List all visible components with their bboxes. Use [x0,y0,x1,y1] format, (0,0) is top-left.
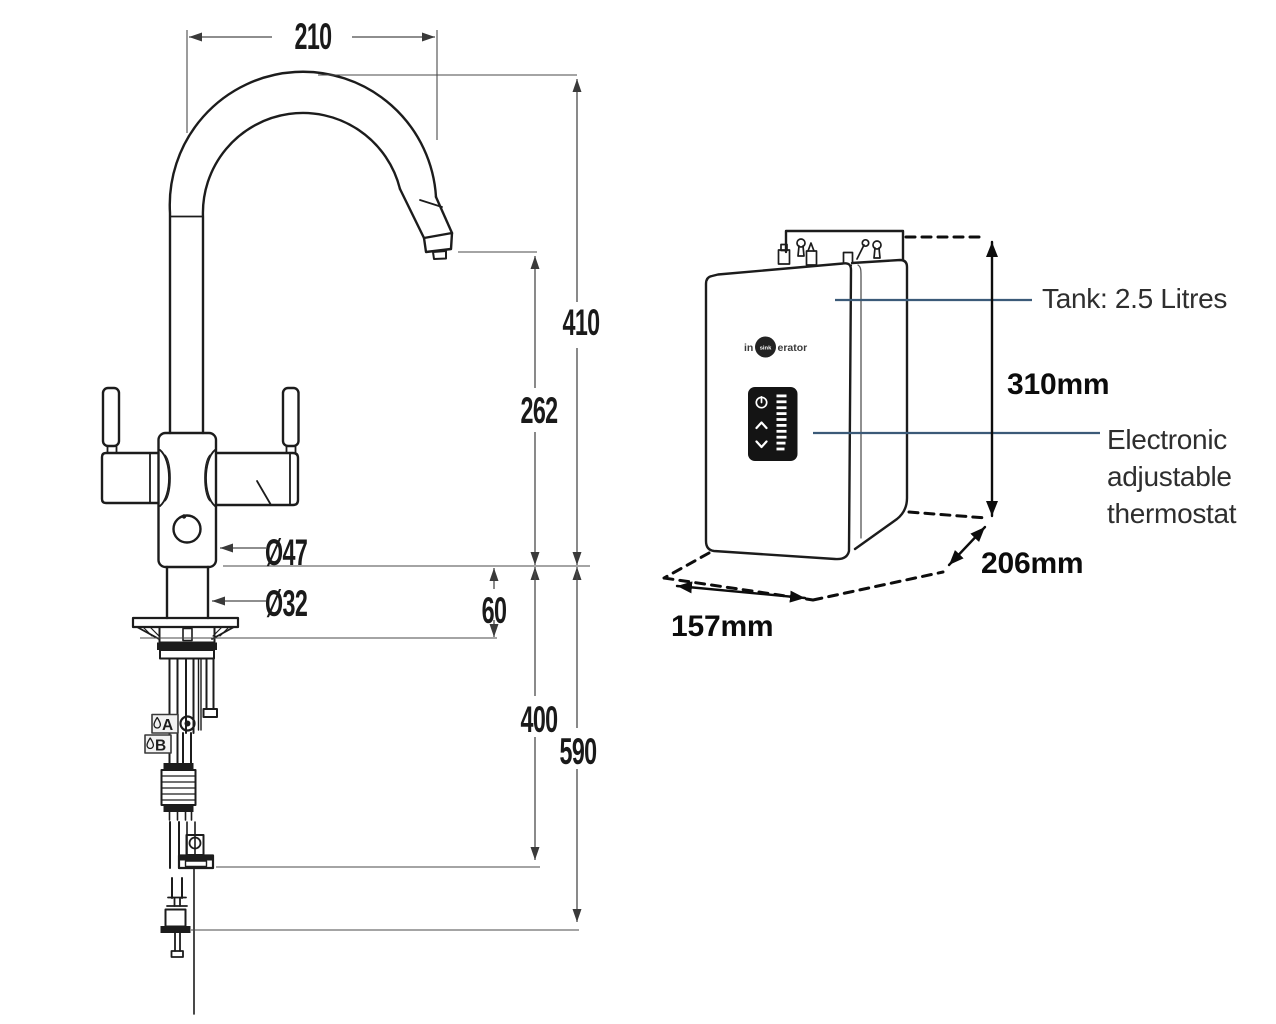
keyhole-slot-icon [796,238,882,259]
chevron-up-icon [755,421,768,430]
droplet-icon-a [153,716,162,729]
tap-spout [168,70,454,435]
dim-outlet-height: 262 [520,390,559,431]
connector-b-tag [144,734,172,754]
dim-shank-diameter: Ø32 [265,583,308,624]
dim-spout-reach: 210 [294,16,332,57]
depth-206-arrow [947,525,987,567]
chevron-down-icon [755,440,768,449]
right-handle [214,386,300,507]
left-handle [100,386,160,505]
thermostat-label-line3: thermostat [1107,498,1237,529]
inlet-fittings [777,238,870,267]
supply-hoses [144,657,218,1015]
dim-body-diameter: Ø47 [265,532,308,573]
faucet-dimension-lines [140,30,590,931]
brand-text-pre: in [744,342,753,354]
tap-body [157,431,218,569]
control-panel [748,387,798,461]
dim-deck-thickness: 60 [481,590,507,631]
dispense-button [172,514,202,544]
tank-capacity-label: Tank: 2.5 Litres [1042,283,1228,314]
tank-body [704,258,909,561]
connector-a-tag [151,713,179,734]
tank-drawing: in sink erator [704,229,909,561]
dim-overall-height: 410 [562,302,601,343]
tank-width-label: 157mm [671,610,774,643]
width-157-arrow [675,581,807,603]
level-indicator-bars [776,394,787,451]
faucet-drawing [100,70,454,1015]
thermostat-label: Electronic adjustable thermostat [1107,421,1237,532]
dim-hose-drop: 400 [520,699,559,740]
power-icon [755,395,768,409]
brand-logo: in sink erator [744,336,808,358]
tank-dimension-lines [662,235,998,603]
thermostat-label-line1: Electronic [1107,424,1227,455]
label-leader-lines [813,298,1100,435]
tank-height-label: 310mm [1007,368,1110,401]
brand-text-mid: sink [760,346,772,352]
deck-plate [131,565,240,660]
thermostat-label-line2: adjustable [1107,461,1232,492]
dim-overall-drop: 590 [559,731,598,772]
droplet-icon-b [146,737,155,750]
tank-depth-label: 206mm [981,547,1084,580]
brand-text-post: erator [778,342,808,354]
